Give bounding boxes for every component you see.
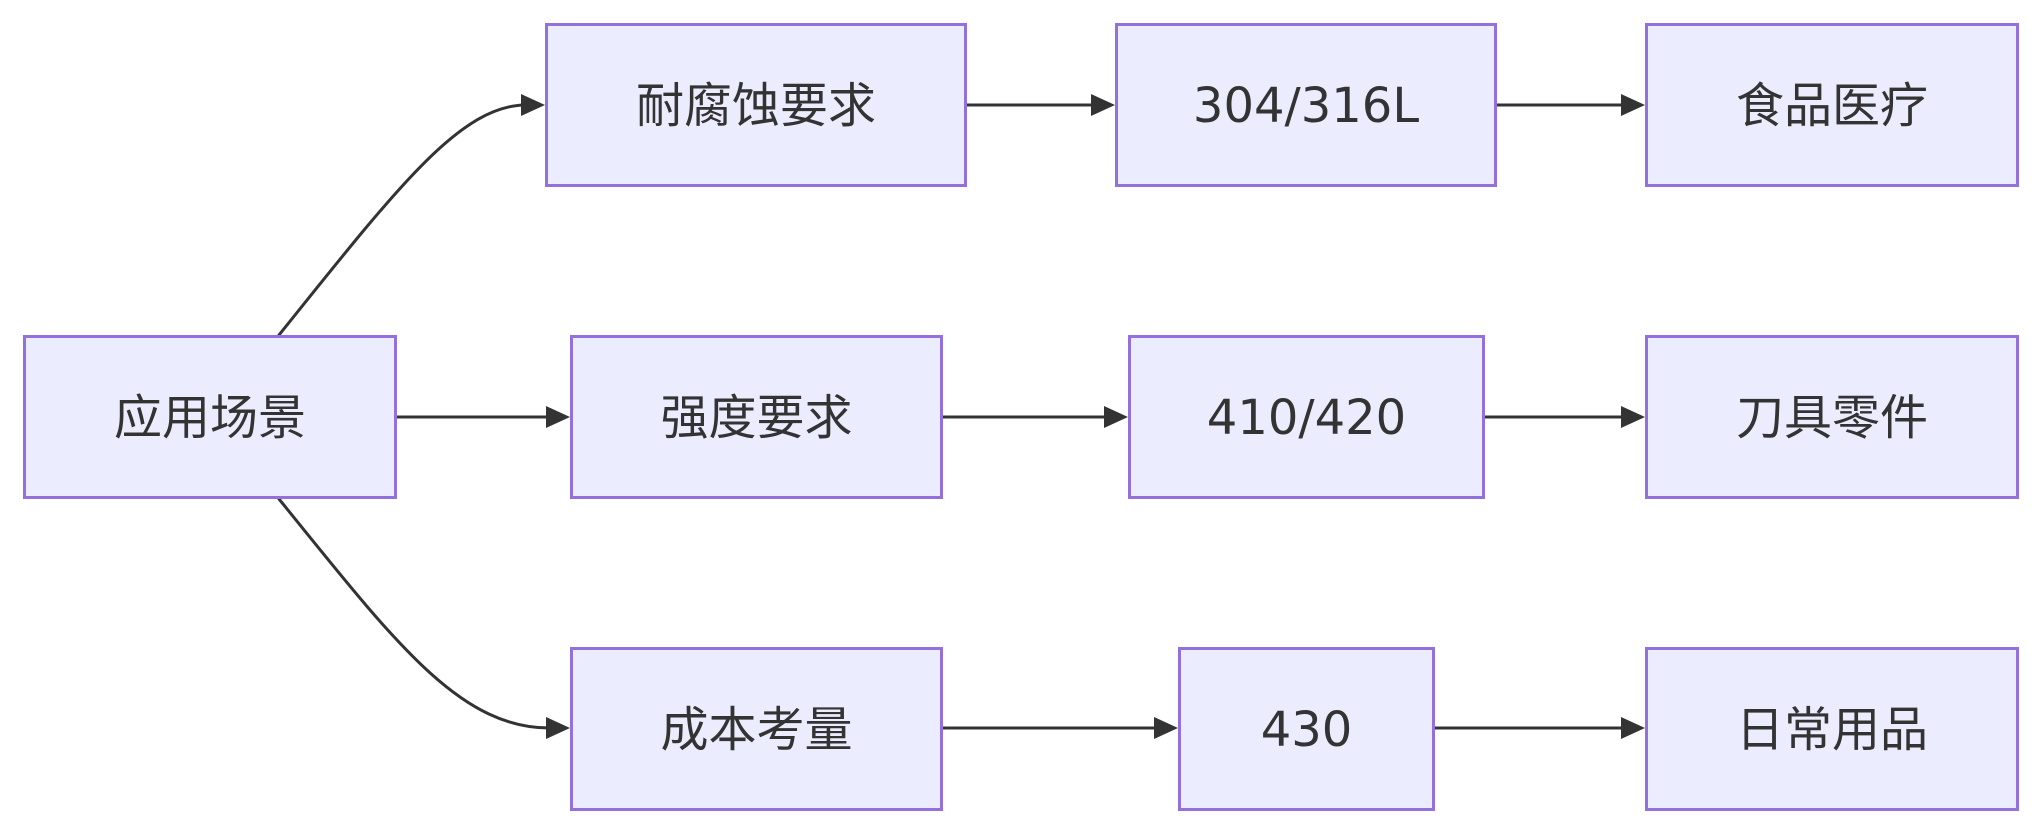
connector-root-to-branch-3 [277, 497, 552, 730]
grade-cost-label: 430 [1260, 702, 1353, 758]
arrowhead-branch-1-to-grade-1 [1091, 94, 1115, 116]
grade-corrosion-label: 304/316L [1192, 78, 1420, 134]
root-node: 应用场景 [23, 335, 397, 499]
use-cost-node: 日常用品 [1645, 647, 2019, 811]
use-corrosion-node: 食品医疗 [1645, 23, 2019, 187]
arrowhead-root-to-branch-1 [521, 94, 545, 116]
use-cost-label: 日常用品 [1735, 702, 1928, 758]
branch-corrosion-node: 耐腐蚀要求 [545, 23, 967, 187]
branch-strength-node: 强度要求 [570, 335, 943, 499]
use-corrosion-label: 食品医疗 [1735, 78, 1928, 134]
arrowhead-grade-2-to-use-2 [1621, 406, 1645, 428]
grade-cost-node: 430 [1178, 647, 1435, 811]
arrowhead-grade-1-to-use-1 [1621, 94, 1645, 116]
branch-corrosion-label: 耐腐蚀要求 [635, 78, 876, 134]
arrowhead-branch-3-to-grade-3 [1154, 717, 1178, 739]
grade-corrosion-node: 304/316L [1115, 23, 1497, 187]
connector-root-to-branch-1 [277, 103, 527, 337]
root-node-label: 应用场景 [113, 390, 306, 446]
arrowhead-branch-2-to-grade-2 [1104, 406, 1128, 428]
arrowhead-root-to-branch-2 [546, 406, 570, 428]
grade-strength-label: 410/420 [1206, 390, 1407, 446]
arrowhead-grade-3-to-use-3 [1621, 717, 1645, 739]
branch-strength-label: 强度要求 [660, 390, 853, 446]
branch-cost-node: 成本考量 [570, 647, 943, 811]
grade-strength-node: 410/420 [1128, 335, 1485, 499]
branch-cost-label: 成本考量 [660, 702, 853, 758]
use-strength-node: 刀具零件 [1645, 335, 2019, 499]
arrowhead-root-to-branch-3 [546, 717, 570, 739]
use-strength-label: 刀具零件 [1735, 390, 1928, 446]
